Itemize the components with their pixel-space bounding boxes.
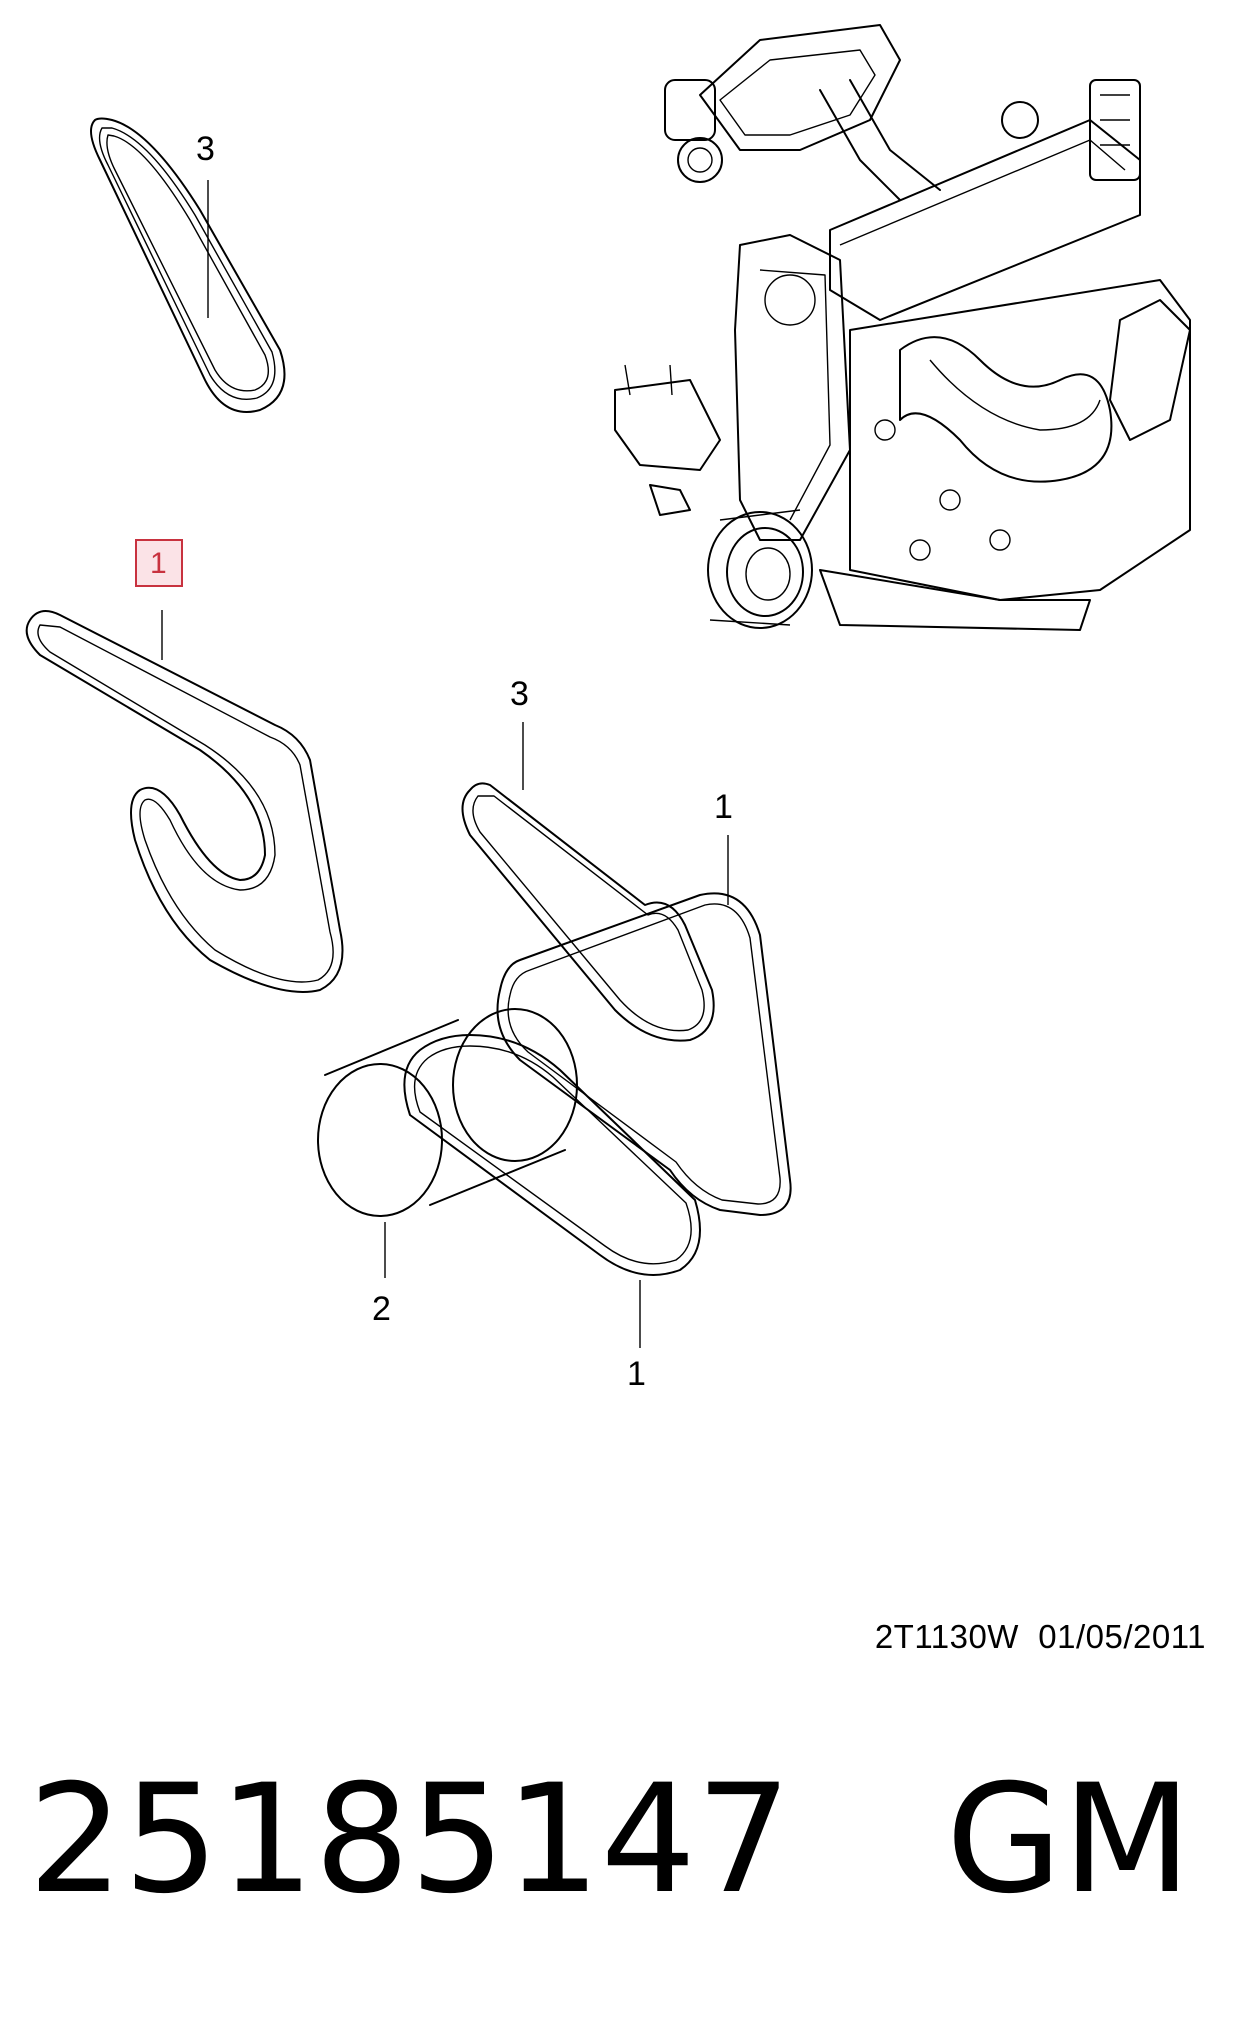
belt-1-highlighted[interactable]	[25, 610, 344, 993]
assembly-belt-1-loop[interactable]	[403, 1034, 701, 1276]
part-number: 25185147	[28, 1753, 792, 1927]
part-identifier: 25185147 GM	[28, 1760, 1192, 1920]
label-3-top: 3	[196, 130, 215, 168]
drawing-reference-code: 2T1130W 01/05/2011	[874, 1618, 1206, 1655]
label-1-assembly-bottom: 1	[627, 1355, 646, 1393]
label-3-assembly: 3	[510, 675, 529, 713]
callout-label-1: 1	[150, 547, 167, 580]
label-1-assembly-top: 1	[714, 788, 733, 826]
tensioner-pulley-2[interactable]	[317, 1008, 578, 1217]
engine-illustration	[614, 24, 1191, 631]
callout-box-1[interactable]	[135, 539, 183, 587]
assembly-belt-1-large[interactable]	[496, 892, 792, 1216]
label-2: 2	[372, 1290, 391, 1328]
brand-name: GM	[945, 1753, 1192, 1927]
belt-3-standalone[interactable]	[90, 117, 286, 413]
belt-diagram: 3 1 3 1 2 1	[25, 24, 1191, 1393]
assembly-belt-3[interactable]	[461, 782, 715, 1042]
